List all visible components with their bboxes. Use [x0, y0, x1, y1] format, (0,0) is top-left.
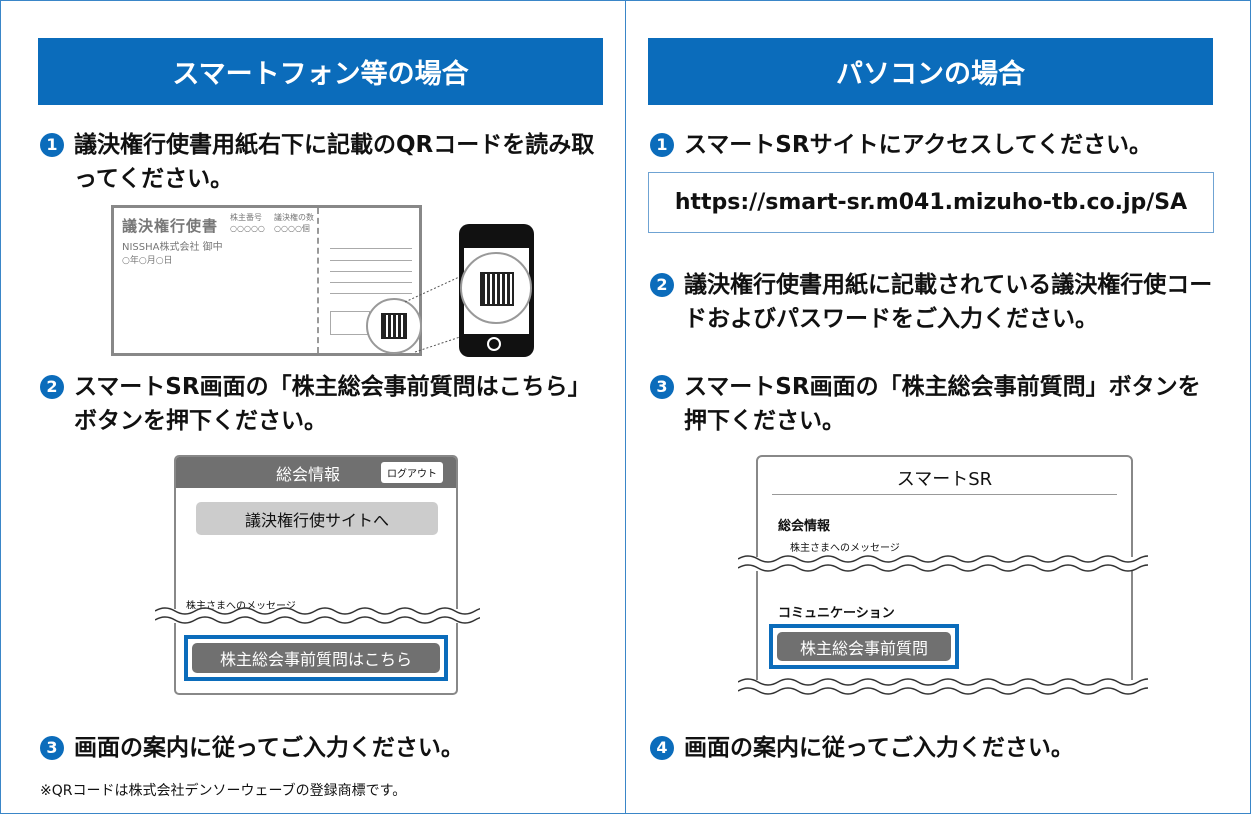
qr-code-icon	[480, 272, 514, 306]
step-number: 3	[650, 375, 674, 399]
left-step-1: 1 議決権行使書用紙右下に記載のQRコードを読み取ってください。	[40, 128, 605, 196]
voting-card: 議決権行使書 株主番号 ○○○○○ 議決権の数 ○○○○個 NISSHA株式会社…	[111, 205, 422, 356]
question-button[interactable]: 株主総会事前質問はこちら	[192, 643, 440, 673]
perforation	[317, 208, 319, 353]
vote-site-button[interactable]: 議決権行使サイトへ	[196, 502, 438, 535]
step-number: 2	[40, 375, 64, 399]
step-number: 2	[650, 273, 674, 297]
step-number: 1	[40, 133, 64, 157]
smartsr-pc-mock: スマートSR 総会情報 株主さまへのメッセージ コミュニケーション 株主総会事前…	[756, 455, 1133, 700]
question-button[interactable]: 株主総会事前質問	[777, 632, 951, 661]
right-step-1: 1 スマートSRサイトにアクセスしてください。	[650, 128, 1215, 162]
wave-break	[738, 555, 1148, 572]
step-number: 4	[650, 736, 674, 760]
right-step-4: 4 画面の案内に従ってご入力ください。	[650, 731, 1215, 765]
card-title: 議決権行使書	[122, 217, 219, 235]
step-number: 3	[40, 736, 64, 760]
smartphone-header: スマートフォン等の場合	[38, 38, 603, 105]
right-step-2: 2 議決権行使書用紙に記載されている議決権行使コードおよびパスワードをご入力くだ…	[650, 268, 1215, 336]
wave-break	[155, 607, 480, 624]
pc-header: パソコンの場合	[648, 38, 1213, 105]
right-step-3: 3 スマートSR画面の「株主総会事前質問」ボタンを押下ください。	[650, 370, 1215, 438]
mock-section-title: 総会情報	[778, 519, 831, 534]
smartphone-icon	[459, 224, 534, 357]
card-company: NISSHA株式会社 御中	[122, 242, 223, 253]
mock-message: 株主さまへのメッセージ	[186, 601, 296, 612]
card-label: 議決権の数	[274, 213, 314, 222]
mock-header: 総会情報	[276, 465, 341, 484]
step-text: 画面の案内に従ってご入力ください。	[74, 735, 464, 761]
step-text: 議決権行使書用紙右下に記載のQRコードを読み取ってください。	[74, 132, 595, 192]
step-text: スマートSR画面の「株主総会事前質問はこちら」ボタンを押下ください。	[74, 374, 591, 434]
step-text: 画面の案内に従ってご入力ください。	[684, 735, 1074, 761]
step-number: 1	[650, 133, 674, 157]
smartsr-mobile-mock: 総会情報 ログアウト 議決権行使サイトへ 株主さまへのメッセージ 株主総会事前質…	[174, 455, 458, 695]
wave-break	[738, 678, 1148, 706]
logout-button[interactable]: ログアウト	[381, 462, 443, 483]
card-date: ○年○月○日	[122, 256, 173, 266]
smartsr-url[interactable]: https://smart-sr.m041.mizuho-tb.co.jp/SA	[648, 172, 1214, 233]
qr-code-icon	[381, 313, 407, 339]
trademark-note: ※QRコードは株式会社デンソーウェーブの登録商標です。	[40, 783, 407, 799]
card-label: 株主番号	[230, 213, 262, 222]
mock-message: 株主さまへのメッセージ	[790, 543, 900, 554]
step-text: スマートSR画面の「株主総会事前質問」ボタンを押下ください。	[684, 374, 1201, 434]
left-step-3: 3 画面の案内に従ってご入力ください。	[40, 731, 605, 765]
step-text: 議決権行使書用紙に記載されている議決権行使コードおよびパスワードをご入力ください…	[684, 272, 1213, 332]
divider	[625, 0, 626, 814]
mock-section-title: コミュニケーション	[778, 606, 895, 621]
qr-magnifier	[366, 298, 422, 354]
card-value: ○○○○○	[230, 224, 265, 233]
left-step-2: 2 スマートSR画面の「株主総会事前質問はこちら」ボタンを押下ください。	[40, 370, 605, 438]
mock-title: スマートSR	[896, 469, 993, 490]
step-text: スマートSRサイトにアクセスしてください。	[684, 132, 1153, 158]
card-value: ○○○○個	[274, 224, 310, 233]
